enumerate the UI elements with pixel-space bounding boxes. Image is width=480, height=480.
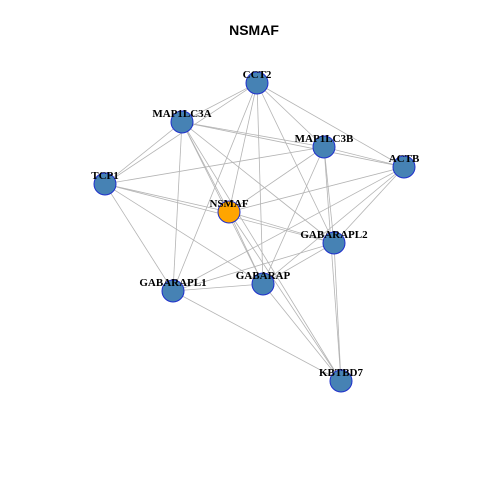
edge-map1lc3a-gabarapl2: [181, 121, 335, 244]
edge-cct2-map1lc3a: [181, 82, 258, 123]
edge-actb-gabarapl2: [333, 166, 405, 244]
edge-tcp1-gabarapl1: [104, 183, 174, 292]
node-map1lc3a: [170, 110, 194, 134]
edge-cct2-actb: [256, 82, 405, 168]
edge-nsmaf-gabarapl2: [228, 211, 335, 244]
node-gabarap: [251, 272, 275, 296]
node-label-tcp1: TCP1: [91, 170, 119, 182]
node-gabarapl2: [322, 231, 346, 255]
node-actb: [392, 155, 416, 179]
edge-gabarapl2-gabarapl1: [172, 242, 335, 292]
node-label-actb: ACTB: [389, 153, 420, 165]
edge-map1lc3a-actb: [181, 121, 405, 168]
node-label-gabarap: GABARAP: [236, 270, 291, 282]
edge-cct2-map1lc3b: [256, 82, 325, 148]
edge-map1lc3b-gabarapl2: [323, 146, 335, 244]
node-label-kbtbd7: KBTBD7: [319, 367, 364, 379]
edge-actb-nsmaf: [228, 166, 405, 213]
edge-nsmaf-kbtbd7: [228, 211, 342, 382]
edge-map1lc3a-gabarapl1: [172, 121, 183, 292]
edge-map1lc3b-tcp1: [104, 146, 325, 185]
node-cct2: [245, 71, 269, 95]
edge-cct2-gabarapl1: [172, 82, 258, 292]
node-label-nsmaf: NSMAF: [209, 198, 248, 210]
node-gabarapl1: [161, 279, 185, 303]
node-tcp1: [93, 172, 117, 196]
edge-gabarapl1-kbtbd7: [172, 290, 342, 382]
edge-map1lc3a-tcp1: [104, 121, 183, 185]
edge-gabarapl1-gabarap: [172, 283, 264, 292]
node-label-cct2: CCT2: [243, 69, 272, 81]
edge-gabarap-kbtbd7: [262, 283, 342, 382]
edge-map1lc3b-nsmaf: [228, 146, 325, 213]
edge-actb-gabarapl1: [172, 166, 405, 292]
edge-map1lc3b-actb: [323, 146, 405, 168]
edge-cct2-gabarap: [256, 82, 264, 285]
node-label-gabarapl2: GABARAPL2: [300, 229, 368, 241]
edge-tcp1-nsmaf: [104, 183, 230, 213]
edge-map1lc3b-kbtbd7: [323, 146, 342, 382]
edge-nsmaf-gabarap: [228, 211, 264, 285]
node-kbtbd7: [329, 369, 353, 393]
edge-cct2-nsmaf: [228, 82, 258, 213]
edge-gabarapl2-kbtbd7: [333, 242, 342, 382]
node-nsmaf: [217, 200, 241, 224]
edge-map1lc3a-map1lc3b: [181, 121, 325, 148]
edge-gabarapl2-gabarap: [262, 242, 335, 285]
node-label-map1lc3b: MAP1LC3B: [295, 133, 354, 145]
node-label-gabarapl1: GABARAPL1: [139, 277, 206, 289]
diagram-title: NSMAF: [229, 22, 279, 38]
node-layer: [93, 71, 416, 393]
node-map1lc3b: [312, 135, 336, 159]
edge-map1lc3a-kbtbd7: [181, 121, 342, 382]
node-label-map1lc3a: MAP1LC3A: [152, 108, 211, 120]
edge-cct2-gabarapl2: [256, 82, 335, 244]
edge-actb-gabarap: [262, 166, 405, 285]
edge-tcp1-gabarap: [104, 183, 264, 285]
